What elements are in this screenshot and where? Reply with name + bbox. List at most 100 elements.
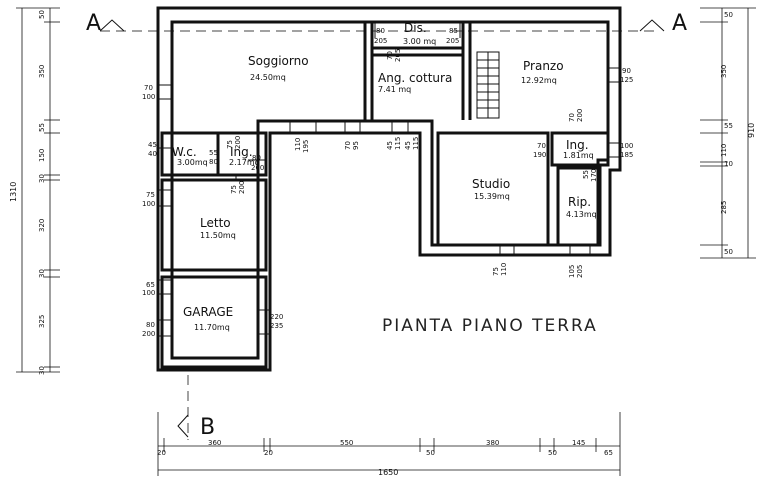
opening-height: 200 bbox=[576, 109, 584, 122]
opening-height: 200 bbox=[142, 330, 155, 338]
opening-marker: 75 200 bbox=[226, 136, 242, 149]
section-label-b: B bbox=[200, 415, 215, 440]
room-studio-name: Studio bbox=[472, 177, 510, 191]
dim-left-seg: 30 bbox=[38, 269, 46, 278]
dim-left-seg: 30 bbox=[38, 366, 46, 375]
opening-height: 170 bbox=[590, 169, 598, 182]
opening-height: 100 bbox=[142, 93, 155, 101]
dim-left-seg: 55 bbox=[38, 123, 46, 132]
dim-bottom-seg: 50 bbox=[548, 449, 557, 457]
room-garage-name: GARAGE bbox=[183, 305, 233, 319]
dimension-chain-right: 50 350 55 110 10 285 50 910 bbox=[700, 7, 756, 259]
opening-width: 45 bbox=[404, 141, 412, 150]
section-line-a bbox=[99, 19, 665, 32]
opening-marker: 70 190 bbox=[533, 142, 549, 159]
dim-right-seg: 10 bbox=[724, 160, 733, 168]
room-studio-area: 15.39mq bbox=[474, 192, 510, 201]
room-garage-area: 11.70mq bbox=[194, 323, 230, 332]
opening-marker: 45 40 bbox=[148, 141, 172, 158]
dim-left-seg: 350 bbox=[38, 65, 46, 78]
opening-height: 205 bbox=[394, 49, 402, 62]
opening-width: 45 bbox=[148, 141, 157, 149]
stairs bbox=[476, 51, 500, 119]
opening-height: 190 bbox=[533, 151, 546, 159]
opening-height: 95 bbox=[352, 141, 360, 150]
opening-marker: 70 200 bbox=[568, 109, 584, 122]
opening-marker: 80 200 bbox=[248, 154, 266, 172]
dim-bottom-total: 1650 bbox=[378, 468, 398, 477]
opening-marker: 70 205 bbox=[386, 49, 402, 62]
room-cottura-area: 7.41 mq bbox=[378, 85, 411, 94]
dim-bottom-seg: 65 bbox=[604, 449, 613, 457]
room-soggiorno-name: Soggiorno bbox=[248, 54, 309, 68]
room-dis-area: 3.00 mq bbox=[403, 37, 436, 46]
opening-height: 205 bbox=[374, 37, 387, 45]
opening-width: 45 bbox=[386, 141, 394, 150]
dim-left-seg: 325 bbox=[38, 315, 46, 328]
opening-height: 185 bbox=[620, 151, 633, 159]
room-ing1-name: Ing. bbox=[230, 145, 253, 159]
opening-marker: 55 80 bbox=[209, 149, 219, 166]
section-label-a-right: A bbox=[672, 11, 687, 36]
opening-height: 125 bbox=[620, 76, 633, 84]
opening-marker: 45 115 bbox=[386, 121, 402, 150]
dim-right-seg: 110 bbox=[720, 144, 728, 157]
dim-bottom-seg: 360 bbox=[208, 439, 221, 447]
opening-width: 70 bbox=[386, 51, 394, 60]
opening-marker: 110 195 bbox=[289, 121, 317, 153]
room-letto-area: 11.50mq bbox=[200, 231, 236, 240]
room-ing2-area: 1.81mq bbox=[563, 151, 594, 160]
dimension-chain-bottom: 20 360 20 550 50 380 50 145 65 1650 bbox=[157, 412, 621, 477]
opening-width: 75 bbox=[230, 185, 238, 194]
room-ing2-name: Ing. bbox=[566, 138, 589, 152]
opening-width: 220 bbox=[270, 313, 283, 321]
dim-bottom-seg: 20 bbox=[264, 449, 273, 457]
opening-marker: 100 185 bbox=[608, 142, 633, 159]
opening-marker: 80 205 bbox=[374, 22, 387, 45]
opening-width: 80 bbox=[252, 154, 261, 162]
opening-height: 200 bbox=[238, 181, 246, 194]
opening-height: 200 bbox=[234, 136, 242, 149]
dim-left-total: 1310 bbox=[9, 182, 18, 202]
room-letto-name: Letto bbox=[200, 216, 231, 230]
opening-width: 100 bbox=[620, 142, 633, 150]
opening-height: 205 bbox=[576, 265, 584, 278]
dim-bottom-seg: 20 bbox=[157, 449, 166, 457]
opening-width: 110 bbox=[294, 138, 302, 151]
exterior-walls bbox=[156, 6, 622, 372]
room-pranzo-area: 12.92mq bbox=[521, 76, 557, 85]
opening-width: 80 bbox=[146, 321, 155, 329]
opening-marker: 55 170 bbox=[582, 169, 598, 182]
opening-width: 70 bbox=[344, 141, 352, 150]
opening-width: 90 bbox=[622, 67, 631, 75]
opening-marker: 85 205 bbox=[446, 22, 461, 45]
opening-height: 100 bbox=[142, 289, 155, 297]
room-soggiorno-area: 24.50mq bbox=[250, 73, 286, 82]
room-cottura-name: Ang. cottura bbox=[378, 71, 452, 85]
dim-right-seg: 350 bbox=[720, 65, 728, 78]
opening-height: 205 bbox=[446, 37, 459, 45]
room-rip-name: Rip. bbox=[568, 195, 591, 209]
dim-left-seg: 150 bbox=[38, 149, 46, 162]
opening-height: 110 bbox=[500, 263, 508, 276]
room-wc-name: W.c. bbox=[172, 145, 197, 159]
dim-bottom-seg: 145 bbox=[572, 439, 585, 447]
room-wc-area: 3.00mq bbox=[177, 158, 208, 167]
opening-height: 40 bbox=[148, 150, 157, 158]
opening-width: 105 bbox=[568, 265, 576, 278]
opening-width: 80 bbox=[376, 27, 385, 35]
plan-title: PIANTA PIANO TERRA bbox=[382, 316, 598, 336]
dim-right-seg: 50 bbox=[724, 11, 733, 19]
opening-width: 75 bbox=[226, 140, 234, 149]
opening-height: 235 bbox=[270, 322, 283, 330]
opening-width: 55 bbox=[582, 170, 590, 179]
opening-marker: 220 235 bbox=[258, 309, 283, 335]
opening-marker: 70 95 bbox=[344, 121, 361, 150]
opening-marker: 90 125 bbox=[608, 67, 633, 84]
openings: 70 100 80 205 70 205 85 205 90 125 70 20… bbox=[142, 22, 633, 338]
dim-bottom-seg: 380 bbox=[486, 439, 499, 447]
section-label-a-left: A bbox=[86, 11, 101, 36]
opening-width: 65 bbox=[146, 281, 155, 289]
opening-width: 55 bbox=[209, 149, 218, 157]
